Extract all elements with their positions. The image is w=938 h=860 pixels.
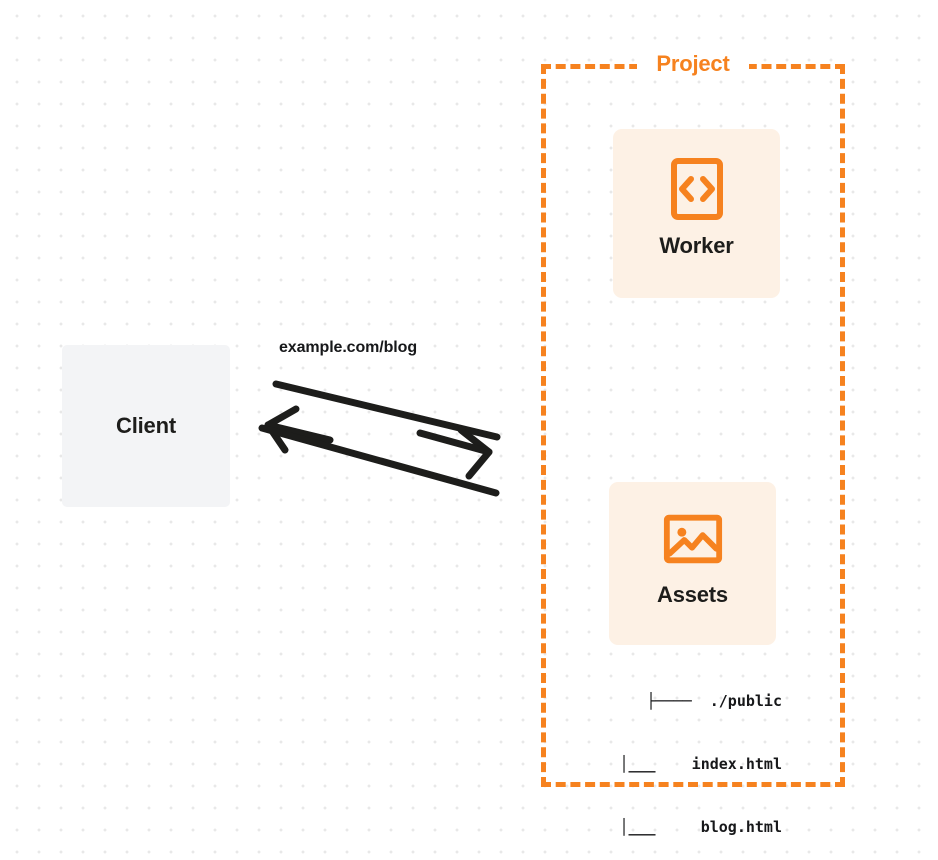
image-picture-icon	[663, 514, 722, 564]
arrow-request-to-project	[258, 424, 500, 497]
code-brackets-document-icon	[670, 158, 723, 220]
file-tree-row: │___ index.html	[619, 755, 782, 773]
project-label: Project	[637, 50, 749, 78]
node-assets[interactable]: Assets	[609, 482, 776, 645]
arrow-response-to-client	[264, 380, 501, 454]
edge-label-request-url: example.com/blog	[279, 339, 417, 356]
file-tree-row: ├──── ./public	[646, 692, 782, 710]
node-worker-label: Worker	[659, 233, 734, 258]
file-tree-row: │___ blog.html	[619, 818, 782, 836]
node-worker[interactable]: Worker	[613, 129, 780, 298]
node-client[interactable]: Client	[62, 345, 230, 507]
node-assets-label: Assets	[657, 582, 728, 607]
assets-file-tree: ├──── ./public │___ index.html │___ blog…	[560, 649, 782, 860]
node-client-label: Client	[116, 413, 176, 438]
